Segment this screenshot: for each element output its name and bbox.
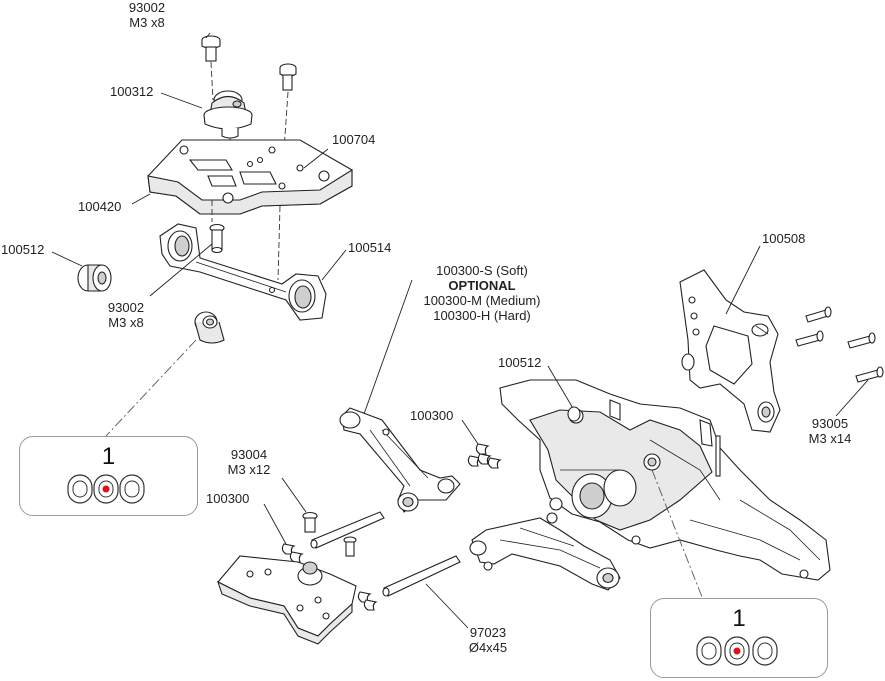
label-mount-top: 100312 [110, 84, 154, 99]
label-screw-low-num: 93004 [230, 447, 268, 462]
label-screw-low-size: M3 x12 [227, 462, 271, 477]
label-bushing-right: 100512 [498, 355, 542, 370]
hole-pattern-left-icon [67, 474, 145, 504]
label-screw-top-size: M3 x8 [129, 15, 165, 30]
lower-arm-icon [469, 517, 621, 591]
clips-right-icon [467, 443, 502, 469]
label-arm-soft: 100300-S (Soft) [436, 263, 528, 278]
hub-plate-icon [217, 555, 357, 645]
bushing-lower-icon [194, 311, 225, 344]
shock-tower-icon [679, 269, 781, 433]
clips-hub-icon [357, 591, 378, 611]
label-pin-size: Ø4x45 [468, 640, 508, 655]
label-screw-low: 93004 M3 x12 [218, 447, 280, 477]
top-plate-icon [147, 139, 353, 215]
pin-lower-icon [382, 555, 461, 597]
label-pin: 97023 Ø4x45 [458, 625, 518, 655]
label-screw-mid-num: 93002 [107, 300, 145, 315]
marker-dot-right [733, 647, 741, 655]
bushing-left-icon [77, 264, 112, 292]
label-screw-top-num: 93002 [128, 0, 166, 15]
label-screw-top: 93002 M3 x8 [112, 0, 182, 30]
bulkhead-holder-icon [159, 223, 327, 321]
hole-pattern-right-icon [696, 636, 778, 666]
label-pin-num: 97023 [469, 625, 507, 640]
label-arm-options: 100300-S (Soft) OPTIONAL 100300-M (Mediu… [402, 263, 562, 323]
clips-left-icon [281, 543, 304, 563]
label-screws-right-num: 93005 [811, 416, 849, 431]
label-clips-left: 100300 [206, 491, 250, 506]
label-plate-top: 100704 [332, 132, 376, 147]
ball-mount-icon [203, 90, 253, 139]
label-screw-mid: 93002 M3 x8 [96, 300, 156, 330]
label-clips-right: 100300 [410, 408, 454, 423]
pin-upper-icon [310, 511, 385, 549]
label-screws-right: 93005 M3 x14 [800, 416, 860, 446]
callout-box-right: 1 [650, 598, 828, 678]
label-arm-medium: 100300-M (Medium) [423, 293, 541, 308]
screw-small-icon [343, 536, 357, 557]
label-optional: OPTIONAL [448, 278, 516, 293]
screw-mid-icon [209, 223, 225, 254]
label-bulkhead-holder: 100514 [348, 240, 392, 255]
callout-number-right: 1 [732, 605, 746, 632]
label-plate-side: 100420 [78, 199, 122, 214]
callout-box-left: 1 [19, 436, 198, 516]
label-bushing-left: 100512 [1, 242, 45, 257]
callout-number-left: 1 [101, 443, 116, 470]
screw-low-icon [302, 511, 318, 533]
marker-dot-left [102, 485, 110, 493]
transmission-assembly-icon [499, 379, 831, 581]
label-arm-hard: 100300-H (Hard) [433, 308, 531, 323]
upper-arm-icon [339, 407, 461, 513]
screw-upper-right-icon [279, 63, 297, 91]
screws-right-icon [795, 306, 884, 383]
bushing-right-icon [567, 406, 581, 422]
label-screw-mid-size: M3 x8 [108, 315, 144, 330]
screw-top-icon [201, 35, 221, 62]
label-screws-right-size: M3 x14 [808, 431, 852, 446]
label-shock-tower: 100508 [762, 231, 806, 246]
